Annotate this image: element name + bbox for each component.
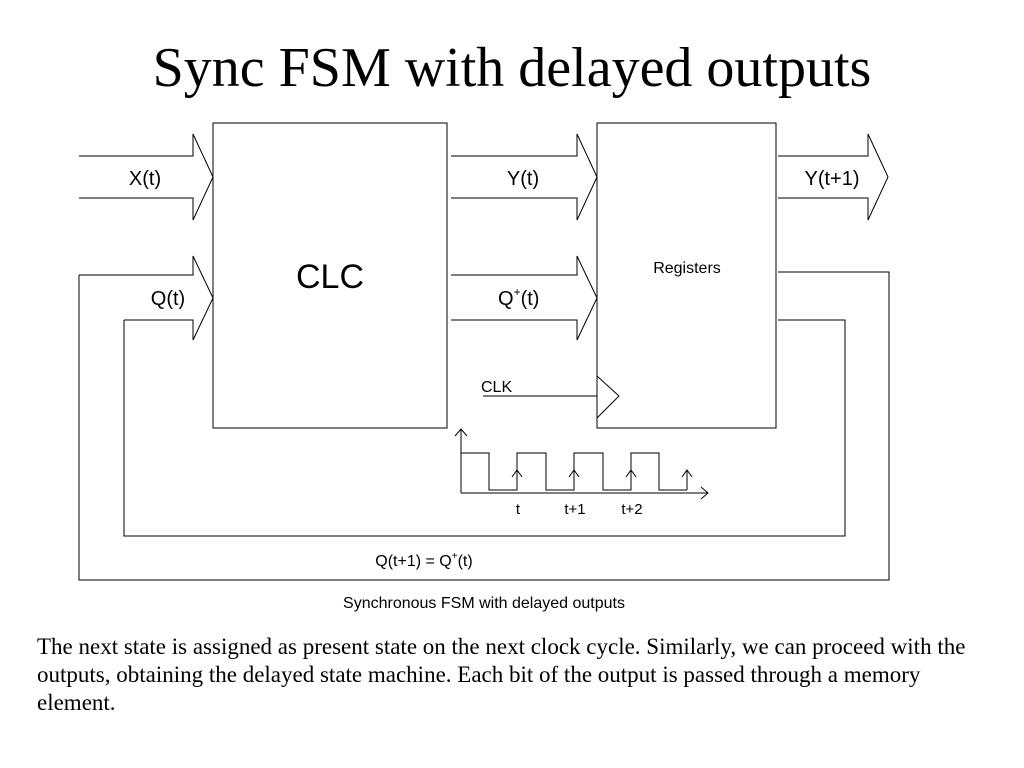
output-label: Y(t) [507,168,539,190]
rising-edge-arrows [511,469,693,490]
inner-feedback-line [123,319,846,537]
timing-tick-label: t [516,501,521,518]
clk-edge-marker [596,375,620,419]
registers-block [596,122,777,429]
timing-x-axis-arrowhead [700,486,709,500]
delayed-output-bus-arrow [778,133,889,221]
timing-y-axis-arrowhead [454,428,468,437]
clk-label: CLK [481,379,512,396]
clc-block [212,122,448,429]
output-bus-arrow [451,133,598,221]
figure-caption: Synchronous FSM with delayed outputs [343,595,625,612]
registers-label: Registers [653,260,721,277]
slide-title: Sync FSM with delayed outputs [152,37,872,99]
next-state-label: Q+(t) [498,285,539,310]
timing-tick-label: t+1 [564,501,585,518]
state-label: Q(t) [151,288,185,310]
body-paragraph: The next state is assigned as present st… [37,634,966,715]
next-state-bus-arrow [451,255,598,341]
clc-label: CLC [296,258,364,296]
outer-feedback-line [78,271,890,581]
timing-tick-label: t+2 [621,501,642,518]
input-label: X(t) [129,168,161,190]
delayed-output-label: Y(t+1) [804,168,859,190]
state-bus-arrow [79,255,214,341]
feedback-label: Q(t+1) = Q+(t) [375,551,472,570]
input-bus-arrow [79,133,214,221]
